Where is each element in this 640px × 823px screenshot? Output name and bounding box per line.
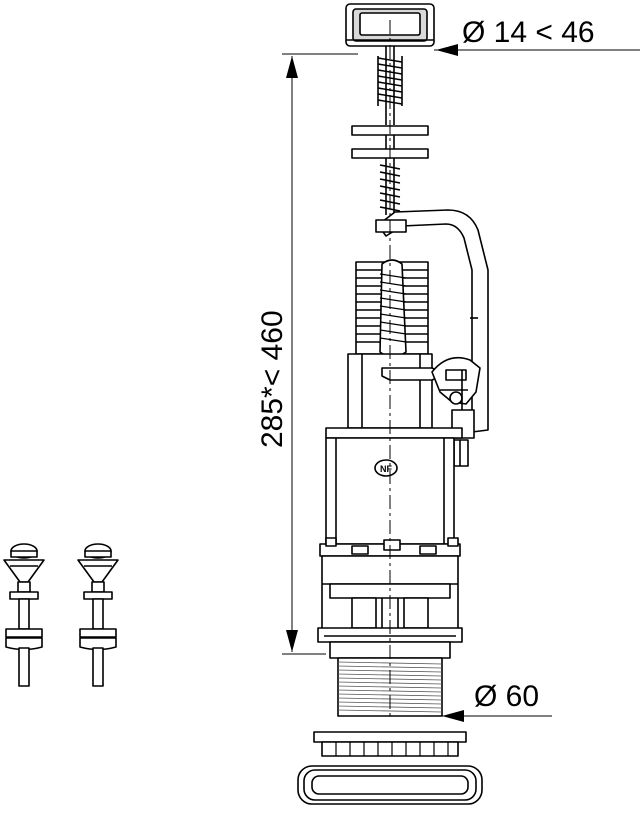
float-bellows (355, 259, 429, 358)
base-diameter-label: Ø 60 (474, 680, 539, 713)
top-diameter-label: Ø 14 < 46 (462, 16, 595, 49)
height-dimension (282, 56, 326, 655)
nf-certification-mark: NF (380, 464, 392, 474)
upper-housing (347, 353, 447, 429)
top-diameter-dimension (282, 49, 640, 55)
height-range-label: 285*< 460 (256, 310, 289, 448)
seal-ring (297, 765, 483, 805)
locking-nut (313, 731, 467, 757)
fixing-screw-left (3, 543, 45, 687)
main-body (325, 427, 463, 545)
fixing-screw-right (77, 543, 119, 687)
threaded-base (329, 641, 451, 717)
